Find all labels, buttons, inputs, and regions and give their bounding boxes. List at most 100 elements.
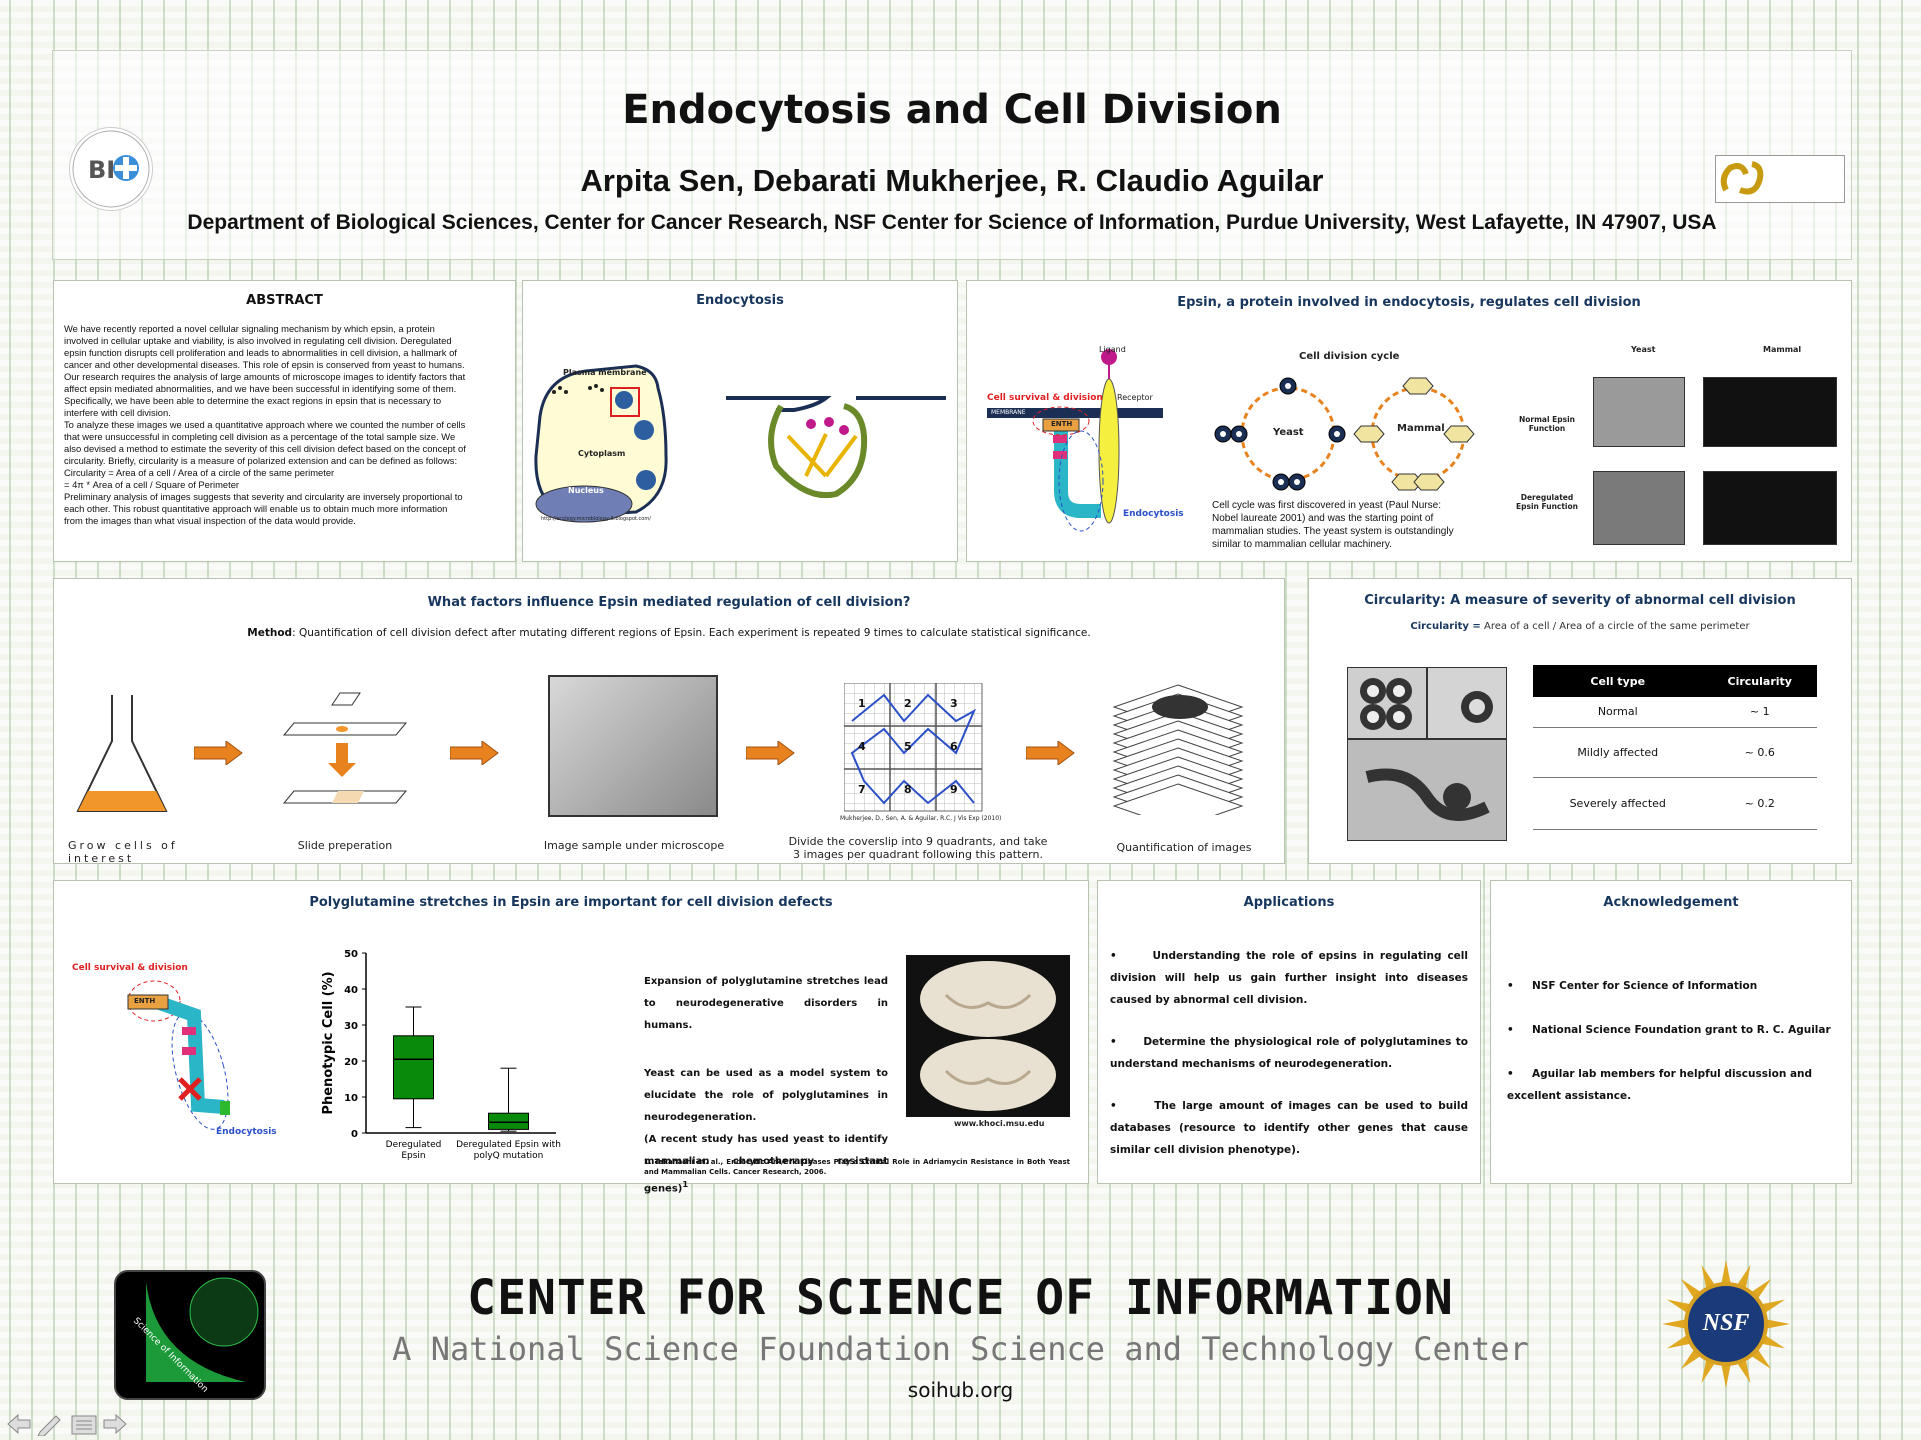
- cycle-title: Cell division cycle: [1299, 351, 1400, 362]
- nsf-seal-icon: [1662, 1260, 1790, 1388]
- table-row: Mildly affected~ 0.6: [1533, 727, 1817, 778]
- polyq-reference: 1. Takahashi et. al., Endocytic Ark/Prk …: [644, 1158, 1070, 1176]
- abstract-line: We have recently reported a novel cellul…: [64, 323, 435, 334]
- col-mammal-label: Mammal: [1763, 345, 1802, 354]
- application-text: Understanding the role of epsins in regu…: [1110, 950, 1468, 1006]
- authors: Arpita Sen, Debarati Mukherjee, R. Claud…: [580, 163, 1324, 198]
- acknowledgement-text: National Science Foundation grant to R. …: [1532, 1024, 1831, 1036]
- grid-number: 1: [858, 697, 866, 710]
- applications-list: • Understanding the role of epsins in re…: [1110, 945, 1468, 1181]
- table-cell: ~ 0.2: [1702, 777, 1817, 830]
- menu-icon[interactable]: [71, 1415, 97, 1435]
- application-text: Determine the physiological role of poly…: [1110, 1036, 1468, 1070]
- purdue-bio-logo: BI: [69, 127, 153, 211]
- slide-icon: [282, 692, 408, 804]
- abstract-line: = 4π * Area of a cell / Square of Perime…: [64, 479, 240, 490]
- cycle-text-line: similar to mammalian cellular machinery.: [1212, 539, 1392, 550]
- micro-normal-cells: [1347, 667, 1427, 739]
- abstract-line: cancer and other developmental diseases.…: [64, 359, 465, 370]
- method-line: Method: Quantification of cell division …: [54, 627, 1284, 639]
- micro-mammal-normal: [1703, 377, 1837, 447]
- bullet: •: [1507, 980, 1532, 992]
- row-dereg-label: Deregulated Epsin Function: [1516, 493, 1578, 511]
- cell-survival-label: Cell survival & division: [987, 393, 1103, 403]
- nsf-ray: [1750, 1278, 1772, 1300]
- bullet: •: [1110, 950, 1153, 962]
- abstract-line: circularity. Briefly, circularity is a m…: [64, 455, 458, 466]
- polyq-endocytosis-label: Endocytosis: [216, 1127, 277, 1137]
- step4-label: Divide the coverslip into 9 quadrants, a…: [788, 835, 1048, 861]
- polyq-text1: Expansion of polyglutamine stretches lea…: [644, 976, 888, 1031]
- arrow-icon-1: [194, 741, 243, 765]
- grid-citation: Mukherjee, D., Sen, A. & Aguilar, R.C. J…: [840, 815, 1002, 822]
- abstract-line: Specifically, we have been able to deter…: [64, 395, 442, 406]
- polyq-enth-label: ENTH: [134, 997, 156, 1005]
- endocytosis-panel: Endocytosis Plasma membrane Cytoplasm Nu…: [522, 280, 958, 562]
- grid-number: 6: [950, 740, 958, 753]
- circularity-table: Cell type Circularity Normal~ 1 Mildly a…: [1533, 665, 1817, 830]
- circularity-cells-art: [1360, 678, 1493, 821]
- row-normal-label: Normal Epsin Function: [1518, 415, 1576, 433]
- nsf-logo-text: NSF: [1702, 1310, 1750, 1336]
- brain-image: [906, 955, 1070, 1117]
- step1-label: Grow cells of interest: [68, 839, 178, 865]
- polyq-text3-sup: 1: [682, 1179, 689, 1189]
- flask-icon: [76, 695, 168, 812]
- table-header-cell-type: Cell type: [1533, 665, 1703, 697]
- circularity-def: Circularity = Area of a cell / Area of a…: [1309, 621, 1851, 632]
- abstract-body: We have recently reported a novel cellul…: [64, 323, 505, 527]
- endocytosis-url: http://ecology.microbiology-6.blogspot.c…: [541, 516, 651, 522]
- cycle-text-line: Cell cycle was first discovered in yeast…: [1212, 500, 1441, 511]
- stack-cell-blob: [1152, 695, 1208, 719]
- polyq-text-block: Expansion of polyglutamine stretches lea…: [644, 971, 888, 1200]
- acknowledgement-list: • NSF Center for Science of Information •…: [1507, 975, 1835, 1129]
- abstract-line: also devised a method to estimate the se…: [64, 443, 466, 454]
- next-arrow-icon[interactable]: [103, 1413, 127, 1435]
- nsf-ray: [1666, 1334, 1692, 1349]
- cycle-text: Cell cycle was first discovered in yeast…: [1212, 499, 1484, 551]
- epsin-title: Epsin, a protein involved in endocytosis…: [1177, 295, 1641, 310]
- step5-label: Quantification of images: [1116, 841, 1252, 854]
- endocytosis-cell-diagram: [534, 364, 946, 523]
- abstract-title: ABSTRACT: [246, 293, 323, 308]
- header-panel: BI Endocytosis and Cell Division Arpita …: [52, 50, 1852, 260]
- polyq-epsin-diagram: [127, 980, 230, 1130]
- grid-number: 9: [950, 783, 958, 796]
- prev-arrow-icon[interactable]: [7, 1413, 31, 1435]
- polyq-panel: Polyglutamine stretches in Epsin are imp…: [53, 880, 1089, 1194]
- factors-title: What factors influence Epsin mediated re…: [427, 595, 911, 610]
- acknowledgement-text: NSF Center for Science of Information: [1532, 980, 1758, 992]
- enth-label: ENTH: [1051, 420, 1073, 428]
- nsf-ray: [1662, 1319, 1687, 1329]
- grid-number: 4: [858, 740, 866, 753]
- yeast-label: Yeast: [1273, 427, 1304, 438]
- step2-label: Slide preperation: [297, 839, 393, 852]
- pen-icon[interactable]: [37, 1415, 61, 1437]
- quadrant-grid: [844, 683, 983, 812]
- acknowledgement-panel: Acknowledgement • NSF Center for Science…: [1490, 880, 1852, 1184]
- circularity-def-label: Circularity =: [1410, 621, 1481, 632]
- arrow-icon-2: [450, 741, 499, 765]
- table-cell: Normal: [1533, 697, 1703, 728]
- polyq-text3-body: (A recent study has used yeast to identi…: [644, 1134, 888, 1195]
- acknowledgement-item: • National Science Foundation grant to R…: [1507, 1019, 1835, 1041]
- nsf-ray: [1721, 1260, 1731, 1285]
- polyq-cell-survival-label: Cell survival & division: [72, 963, 188, 973]
- cytoplasm-label: Cytoplasm: [578, 449, 626, 458]
- acknowledgement-text: Aguilar lab members for helpful discussi…: [1507, 1068, 1813, 1102]
- svg-text:BI: BI: [88, 156, 115, 184]
- epsin-diagram: [987, 349, 1163, 532]
- nsf-ray: [1736, 1264, 1751, 1290]
- applications-panel: Applications • Understanding the role of…: [1097, 880, 1481, 1184]
- nsf-ray: [1760, 1334, 1786, 1349]
- applications-title: Applications: [1243, 895, 1335, 910]
- footer-url[interactable]: soihub.org: [907, 1378, 1014, 1402]
- abstract-line: interfere with cell division.: [64, 407, 171, 418]
- polyq-title: Polyglutamine stretches in Epsin are imp…: [309, 895, 833, 910]
- nsf-ray: [1736, 1358, 1751, 1384]
- brain-icon: [920, 961, 1056, 1111]
- abstract-line: affect epsin mediated abnormalities, and…: [64, 383, 457, 394]
- grid-number: 8: [904, 783, 912, 796]
